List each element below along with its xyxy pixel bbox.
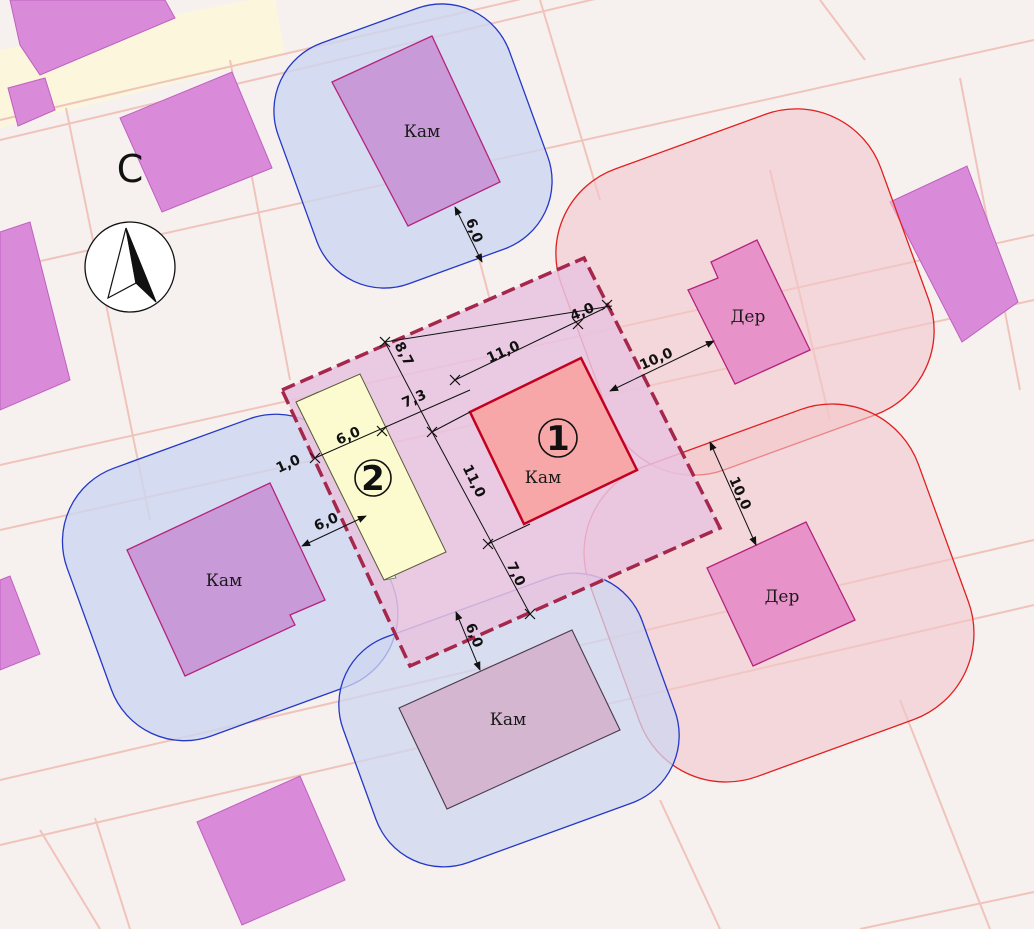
building-1-label: Кам: [525, 468, 562, 488]
wood-building-upper-right-label: Дер: [731, 307, 766, 327]
road-strip: [0, 0, 285, 128]
planned-building-1: 1 Кам: [468, 356, 639, 526]
stone-building-top: Кам: [331, 35, 501, 227]
north-label: С: [117, 147, 144, 191]
dimension-ticks: [309, 299, 613, 620]
building-2-number: 2: [361, 459, 385, 499]
building-2-number-circle: [354, 459, 392, 497]
wood-building-upper-right: Дер: [687, 239, 811, 385]
stone-building-left: Кам: [126, 482, 326, 677]
building-1-number-circle: [538, 418, 578, 458]
stone-building-bottom-label: Кам: [490, 710, 527, 730]
dimension-lines: [301, 206, 757, 671]
north-indicator: С: [84, 147, 176, 313]
stone-building-top-label: Кам: [404, 122, 441, 142]
planned-building-2: 2: [295, 373, 447, 581]
wood-building-lower-right-label: Дер: [765, 587, 800, 607]
stone-building-bottom: Кам: [398, 629, 621, 810]
stone-building-left-label: Кам: [206, 571, 243, 591]
north-arrow-icon: [84, 221, 176, 313]
wood-building-lower-right: Дер: [706, 521, 856, 667]
building-1-number: 1: [546, 419, 570, 459]
